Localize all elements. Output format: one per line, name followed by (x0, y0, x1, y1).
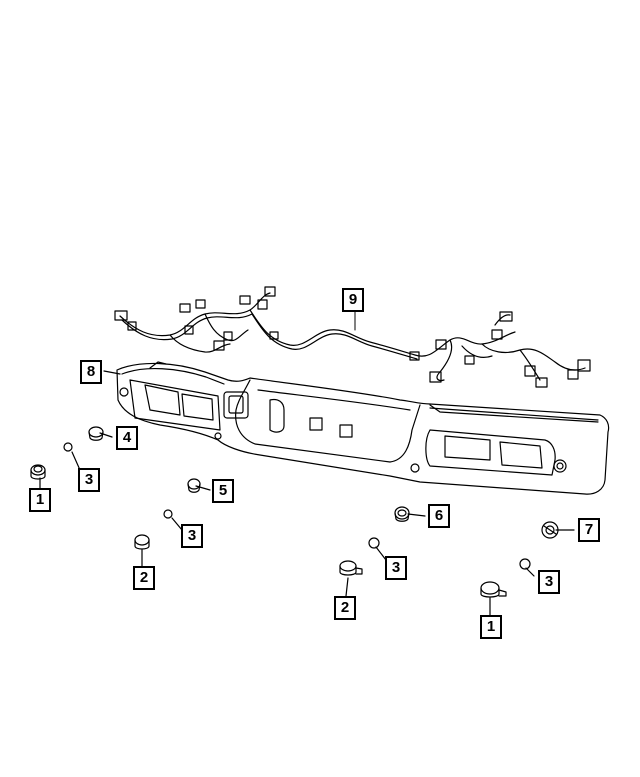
bezel-6 (394, 506, 410, 522)
park-assist-sensor-left (30, 464, 46, 480)
callout-3-a: 3 (78, 468, 100, 492)
callout-2-right: 2 (334, 596, 356, 620)
bezel-5 (187, 478, 201, 493)
callout-1-right: 1 (480, 615, 502, 639)
callout-3-d: 3 (538, 570, 560, 594)
rear-bumper (116, 361, 610, 495)
callout-9: 9 (342, 288, 364, 312)
callout-5: 5 (212, 479, 234, 503)
callout-3-c: 3 (385, 556, 407, 580)
ring-3a (63, 442, 73, 452)
bezel-4 (88, 426, 104, 441)
park-assist-sensor-right (480, 581, 507, 598)
callout-7: 7 (578, 518, 600, 542)
ring-3c (368, 537, 380, 549)
callout-2-left: 2 (133, 566, 155, 590)
ring-3b (163, 509, 173, 519)
callout-8: 8 (80, 360, 102, 384)
wiring-harness (114, 286, 591, 388)
bezel-7 (541, 521, 559, 539)
callout-1-left: 1 (29, 488, 51, 512)
sensor-2-right (339, 560, 363, 576)
callout-3-b: 3 (181, 524, 203, 548)
sensor-2-left (134, 534, 150, 550)
ring-3d (519, 558, 531, 570)
callout-6: 6 (428, 504, 450, 528)
callout-4: 4 (116, 426, 138, 450)
